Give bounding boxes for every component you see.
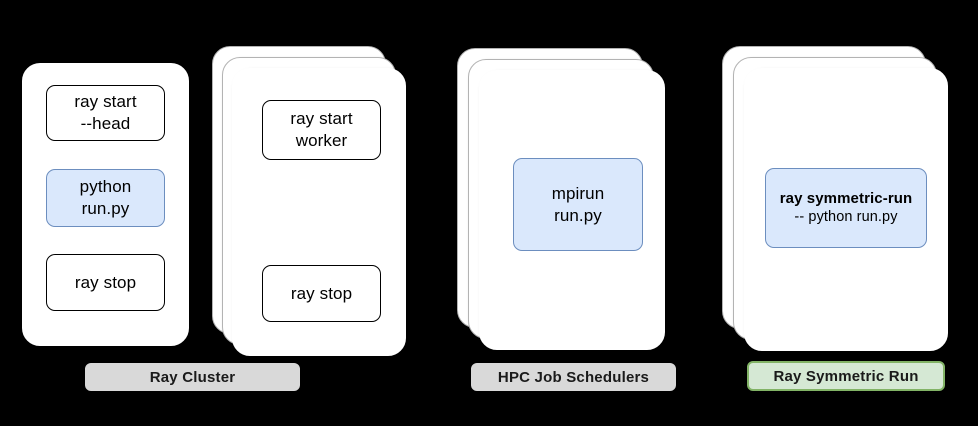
command-line-2: --head — [80, 114, 131, 133]
command-line-1: ray stop — [290, 283, 353, 303]
legend-label: Ray Symmetric Run — [773, 367, 919, 385]
command-box-ray-start-worker[interactable]: ray start worker — [262, 100, 381, 160]
command-box-ray-stop-head[interactable]: ray stop — [46, 254, 165, 311]
command-line-2: -- python run.py — [794, 209, 898, 226]
legend-ray-cluster[interactable]: Ray Cluster — [85, 363, 300, 391]
command-line-1: ray start — [74, 92, 137, 112]
command-line-2: run.py — [81, 199, 130, 218]
legend-ray-symmetric-run[interactable]: Ray Symmetric Run — [747, 361, 945, 391]
command-line-1: ray stop — [74, 272, 137, 292]
command-line-1: python — [79, 177, 132, 197]
command-box-ray-symmetric-run[interactable]: ray symmetric-run -- python run.py — [765, 168, 927, 248]
legend-label: Ray Cluster — [149, 368, 236, 386]
command-box-python-run-py[interactable]: python run.py — [46, 169, 165, 227]
command-line-1: ray symmetric-run — [779, 190, 913, 208]
command-box-ray-stop-worker[interactable]: ray stop — [262, 265, 381, 322]
legend-label: HPC Job Schedulers — [497, 368, 650, 386]
command-line-2: worker — [295, 131, 348, 150]
command-box-mpirun-run-py[interactable]: mpirun run.py — [513, 158, 643, 251]
command-line-1: ray start — [290, 109, 353, 129]
legend-hpc-job-schedulers[interactable]: HPC Job Schedulers — [471, 363, 676, 391]
command-box-ray-start-head[interactable]: ray start --head — [46, 85, 165, 141]
command-line-1: mpirun — [551, 183, 605, 203]
command-line-2: run.py — [554, 205, 602, 225]
